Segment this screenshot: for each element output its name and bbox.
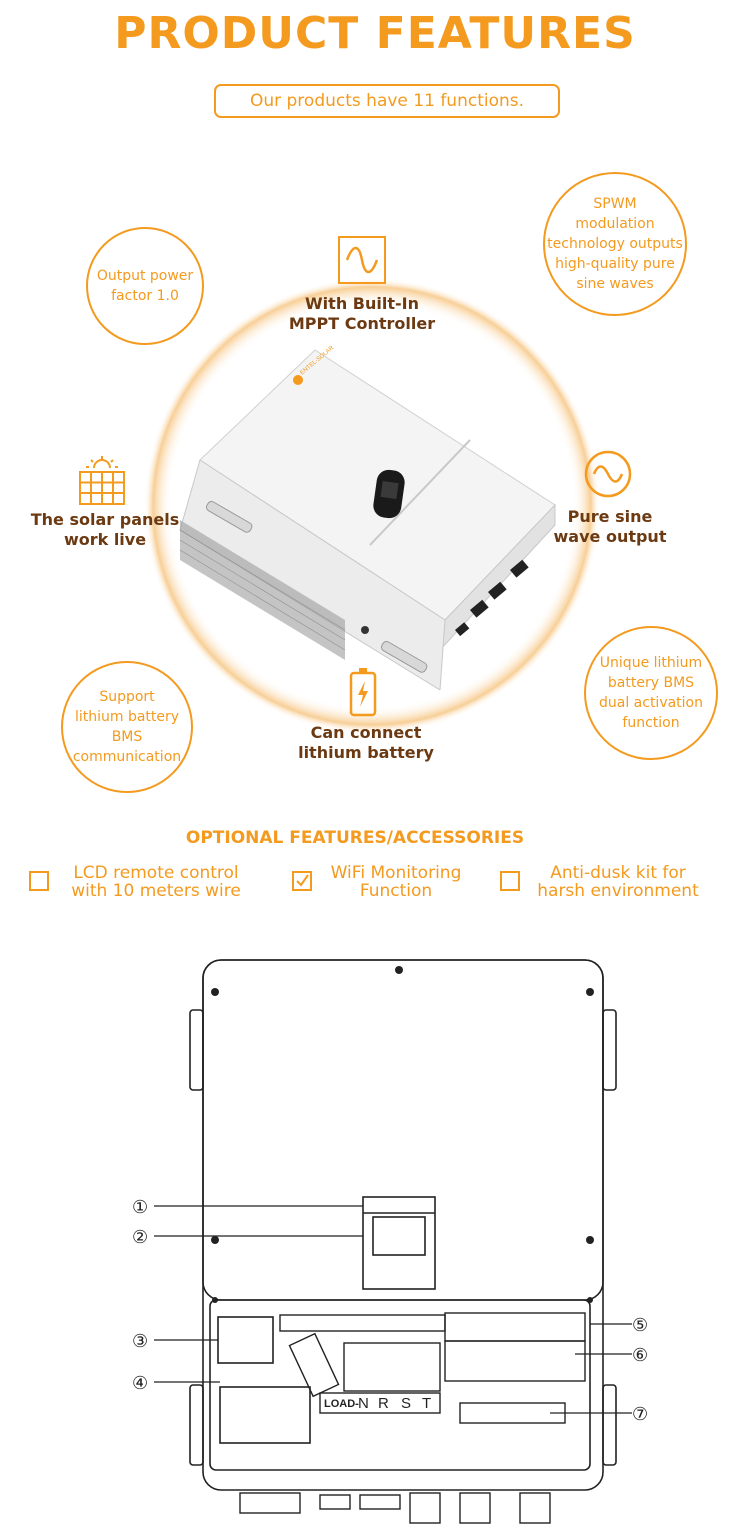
- solar-panel-icon: [79, 456, 125, 505]
- bubble-bms-comm-line1: Support: [99, 689, 155, 705]
- feature-lithium-line2: lithium battery: [298, 743, 434, 762]
- option-dust-checkbox[interactable]: [500, 871, 520, 891]
- bubble-spwm-line3: technology outputs: [547, 236, 683, 252]
- bubble-bms-dual-line2: battery BMS: [607, 675, 695, 691]
- bubble-bms-dual-line1: Unique lithium: [599, 655, 703, 671]
- optional-features-heading: OPTIONAL FEATURES/ACCESSORIES: [185, 828, 525, 848]
- option-dust-line2: harsh environment: [537, 881, 699, 901]
- subtitle-banner: Our products have 11 functions.: [214, 84, 560, 118]
- callout-3: ③: [132, 1331, 148, 1352]
- bubble-bms-comm-line4: communication: [72, 749, 182, 765]
- bubble-bms-communication: Support lithium battery BMS communicatio…: [61, 661, 193, 793]
- bubble-bms-dual-activation: Unique lithium battery BMS dual activati…: [584, 626, 718, 760]
- subtitle-text: Our products have 11 functions.: [249, 91, 525, 111]
- feature-mppt-line2: MPPT Controller: [288, 314, 436, 333]
- bubble-spwm-line5: sine waves: [576, 276, 654, 292]
- sine-wave-circle-icon: [584, 450, 632, 498]
- bubble-bms-dual-line3: dual activation: [598, 695, 703, 711]
- feature-sine-line2: wave output: [553, 527, 667, 546]
- bubble-power-factor: Output power factor 1.0: [86, 227, 204, 345]
- option-wifi-label: WiFi Monitoring Function: [322, 864, 470, 900]
- bubble-spwm: SPWM modulation technology outputs high-…: [543, 172, 687, 316]
- inverter-product-image: ENTEL·SOLAR: [179, 345, 556, 690]
- feature-sine: Pure sine wave output: [540, 507, 680, 547]
- bubble-bms-comm-line3: BMS: [111, 729, 143, 745]
- feature-solar-line2: work live: [63, 530, 147, 549]
- feature-lithium: Can connect lithium battery: [276, 723, 456, 763]
- feature-solar: The solar panels work live: [18, 510, 192, 550]
- battery-icon: [349, 668, 377, 717]
- callout-1: ①: [132, 1197, 148, 1218]
- callout-2: ②: [132, 1227, 148, 1248]
- option-dust-line1: Anti-dusk kit for: [550, 863, 686, 883]
- option-wifi-line2: Function: [359, 881, 433, 901]
- page-title: PRODUCT FEATURES: [114, 8, 636, 59]
- load-terminal-label: LOAD-: [324, 1398, 359, 1410]
- load-terminal-t: T: [422, 1395, 431, 1412]
- bubble-power-factor-line1: Output power: [96, 268, 194, 284]
- feature-sine-line1: Pure sine: [567, 507, 653, 526]
- callout-7: ⑦: [632, 1404, 648, 1425]
- option-lcd-checkbox[interactable]: [29, 871, 49, 891]
- inverter-front-diagram: LOAD- N R S T ① ② ③ ④ ⑤ ⑥ ⑦: [132, 959, 648, 1524]
- bubble-spwm-line2: modulation: [575, 216, 655, 232]
- option-wifi-line1: WiFi Monitoring: [330, 863, 462, 883]
- sine-wave-icon: [338, 236, 386, 284]
- load-terminal-s: S: [401, 1395, 411, 1412]
- feature-solar-line1: The solar panels: [30, 510, 180, 529]
- callout-5: ⑤: [632, 1315, 648, 1336]
- bubble-spwm-line1: SPWM: [593, 196, 637, 212]
- load-terminal-r: R: [378, 1395, 389, 1412]
- option-wifi-checkbox[interactable]: [292, 871, 312, 891]
- load-terminal-n: N: [358, 1395, 369, 1412]
- feature-mppt: With Built-In MPPT Controller: [262, 294, 462, 334]
- feature-mppt-line1: With Built-In: [305, 294, 419, 313]
- option-lcd-line1: LCD remote control: [73, 863, 239, 883]
- callout-6: ⑥: [632, 1345, 648, 1366]
- feature-lithium-line1: Can connect: [310, 723, 422, 742]
- bubble-bms-dual-line4: function: [622, 715, 680, 731]
- option-dust-label: Anti-dusk kit for harsh environment: [530, 864, 706, 900]
- bubble-spwm-line4: high-quality pure: [555, 256, 675, 272]
- option-lcd-line2: with 10 meters wire: [71, 881, 241, 901]
- option-lcd-label: LCD remote control with 10 meters wire: [58, 864, 254, 900]
- bubble-power-factor-line2: factor 1.0: [111, 288, 179, 304]
- callout-4: ④: [132, 1373, 148, 1394]
- checkmark-icon: [296, 874, 309, 887]
- bubble-bms-comm-line2: lithium battery: [74, 709, 180, 725]
